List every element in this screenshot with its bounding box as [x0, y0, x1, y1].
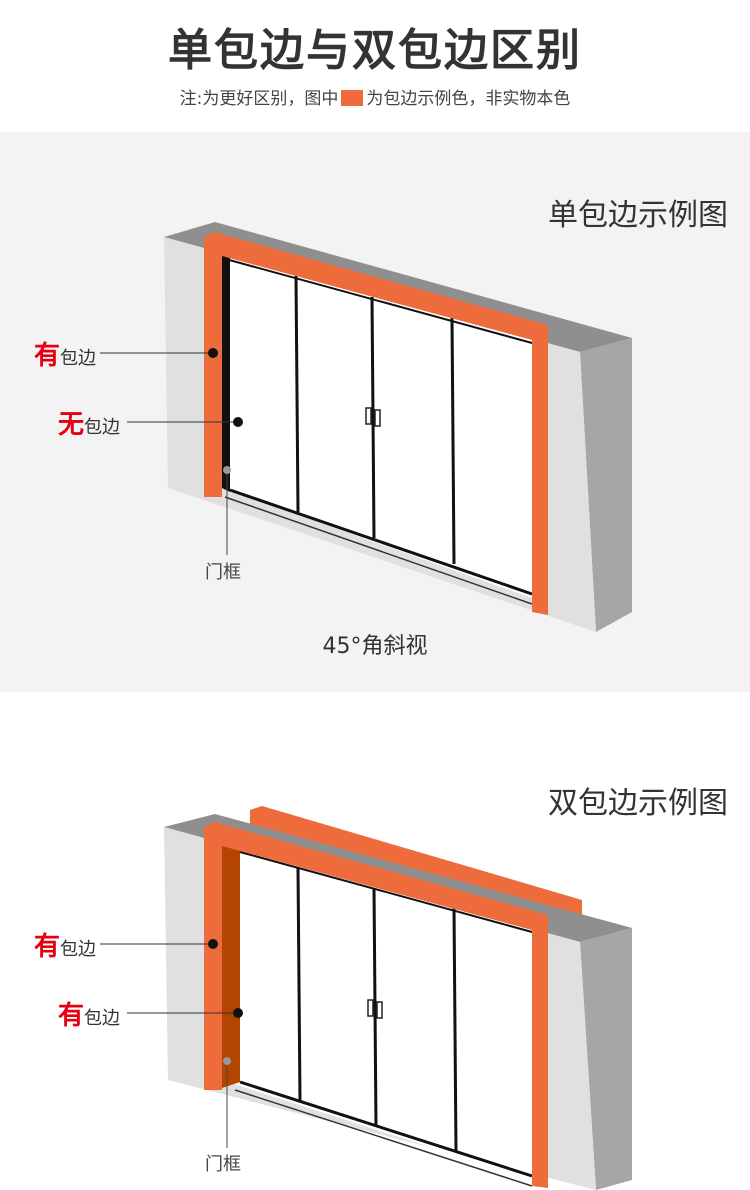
double-trim-title: 双包边示例图 [548, 786, 728, 821]
trim-right [532, 330, 548, 615]
view-angle-caption: 45°角斜视 [322, 634, 428, 659]
callout-emphasis: 无 [58, 410, 85, 440]
page-title: 单包边与双包边区别 [168, 25, 582, 76]
door-frame-left [222, 255, 230, 492]
door-bottom-track-2 [224, 496, 533, 605]
color-note: 注:为更好区别，图中 为包边示例色，非实物本色 [0, 84, 750, 109]
panel-divider-1 [294, 275, 300, 513]
trim-left [204, 237, 222, 497]
callout-dot-top [208, 348, 218, 358]
note-prefix: 注:为更好区别，图中 [179, 89, 339, 109]
door-handle-left [367, 999, 374, 1017]
frame-leader-dot [223, 466, 231, 474]
callout-dot-bottom [233, 1008, 243, 1018]
single-callout-bottom: 无包边 [58, 404, 120, 441]
door-handle-left [365, 407, 372, 425]
panel-divider-3 [452, 907, 458, 1153]
double-callout-bottom: 有包边 [58, 995, 120, 1032]
note-suffix: 为包边示例色，非实物本色 [366, 89, 571, 109]
panel-divider-1 [296, 867, 302, 1103]
frame-leader-dot [223, 1057, 231, 1065]
panel-divider-3 [450, 317, 456, 565]
double-trim-diagram [100, 806, 632, 1190]
door-handle-right [374, 409, 381, 427]
door-handle-right [376, 1001, 383, 1019]
trim-top [204, 232, 548, 345]
double-callout-top: 有包边 [34, 926, 96, 963]
callout-emphasis: 有 [58, 1001, 85, 1031]
single-trim-title: 单包边示例图 [548, 198, 728, 233]
trim-top [204, 822, 548, 935]
trim-right [532, 920, 548, 1188]
callout-text: 包边 [84, 1008, 121, 1029]
callout-emphasis: 有 [34, 341, 61, 371]
panel-divider-2 [370, 296, 376, 539]
callout-text: 包边 [60, 939, 97, 960]
door-top-track [221, 257, 533, 344]
trim-color-swatch [341, 90, 364, 106]
callout-text: 包边 [60, 348, 97, 369]
single-callout-top: 有包边 [34, 335, 96, 372]
door-bottom-track [239, 1080, 533, 1178]
callout-dot-top [208, 939, 218, 949]
door-bottom-track [229, 488, 533, 596]
panel-divider-2 [372, 887, 378, 1127]
single-trim-diagram [100, 222, 632, 632]
callout-text: 包边 [84, 417, 121, 438]
door-top-track [239, 851, 533, 933]
door-bottom-track-2 [234, 1089, 533, 1187]
wall-side [580, 928, 632, 1190]
callout-emphasis: 有 [34, 932, 61, 962]
callout-dot-bottom [233, 417, 243, 427]
trim-left [204, 827, 222, 1090]
single-frame-label: 门框 [205, 562, 241, 583]
double-frame-label: 门框 [205, 1154, 241, 1175]
wall-side [580, 338, 632, 632]
trim-inner-reveal [222, 845, 240, 1088]
